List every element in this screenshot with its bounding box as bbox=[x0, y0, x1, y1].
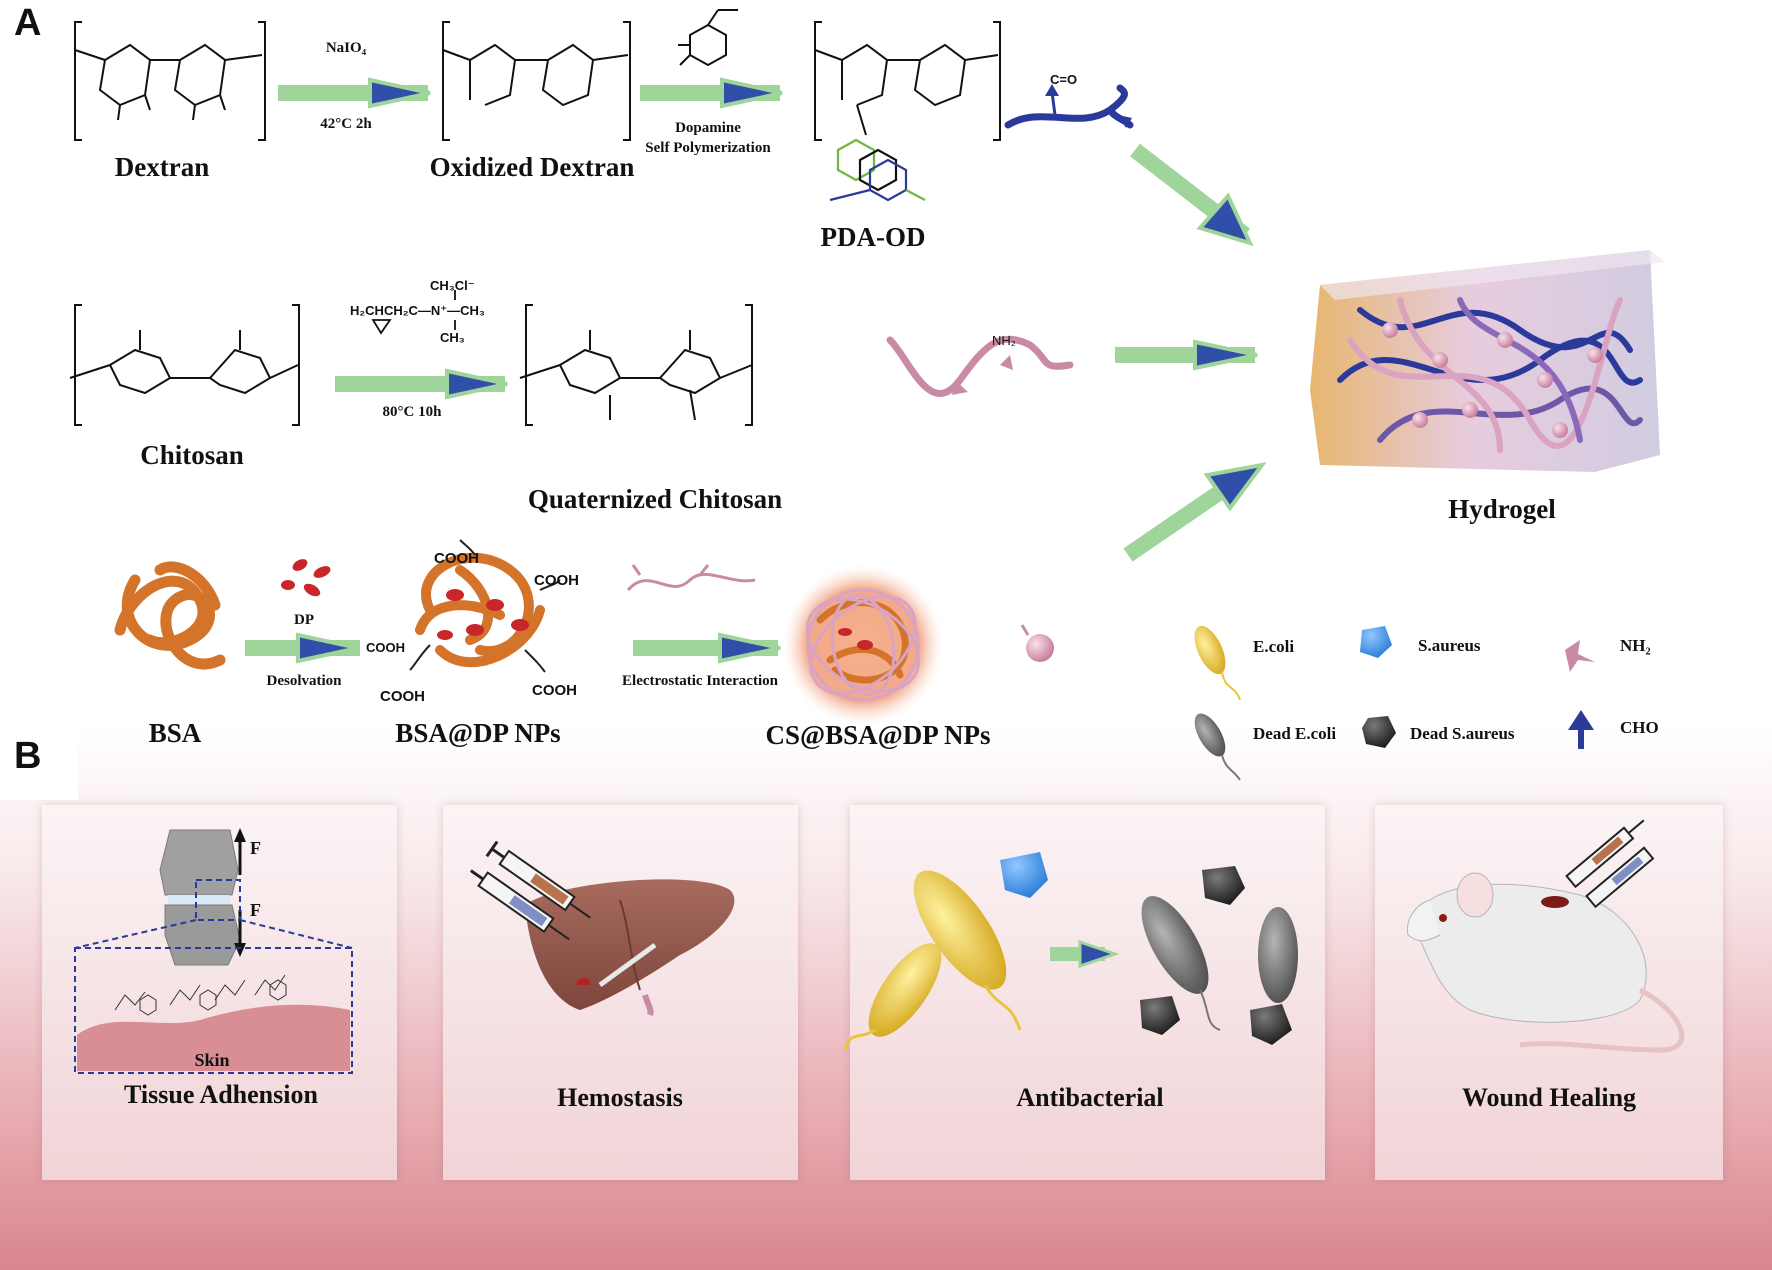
legend-cho-label: CHO bbox=[1620, 718, 1659, 737]
bsa-protein bbox=[114, 561, 226, 670]
dopamine-reagent: Dopamine bbox=[675, 120, 741, 136]
arrow-desolvation bbox=[245, 632, 360, 664]
dp-label: DP bbox=[294, 612, 314, 628]
amine-label: NH₂ bbox=[992, 333, 1016, 348]
pda-od-structure bbox=[814, 21, 1001, 141]
legend-dead-ecoli-icon bbox=[1194, 713, 1241, 781]
legend-dead-ecoli-label: Dead E.coli bbox=[1253, 724, 1337, 743]
cs-bsa-dp-nanoparticle bbox=[783, 565, 943, 725]
quaternization-condition: 80°C 10h bbox=[382, 404, 442, 420]
panel-b-letter-box bbox=[0, 728, 78, 800]
skin-label: Skin bbox=[194, 1050, 230, 1070]
arrow-naio4 bbox=[278, 77, 431, 109]
cooh-label-left: COOH bbox=[366, 640, 405, 655]
legend-dead-saureus-label: Dead S.aureus bbox=[1410, 724, 1515, 743]
legend-nh2-icon bbox=[1565, 640, 1595, 672]
bsa-dp-nanoparticle bbox=[409, 539, 561, 673]
legend-ecoli-icon bbox=[1194, 625, 1241, 701]
bsa-dp-nps-label: BSA@DP NPs bbox=[395, 718, 561, 748]
dextran-label: Dextran bbox=[114, 152, 210, 182]
card-hemostasis bbox=[443, 805, 798, 1180]
bsa-label: BSA bbox=[148, 718, 202, 748]
np-ball bbox=[1020, 624, 1054, 662]
dp-drug-particles bbox=[281, 559, 331, 597]
panel-b-letter: B bbox=[14, 735, 42, 777]
chitosan-label: Chitosan bbox=[140, 440, 244, 470]
legend-dead-saureus-icon bbox=[1362, 716, 1396, 748]
cs-chain-small bbox=[626, 564, 756, 592]
arrow-electrostatic bbox=[633, 632, 781, 664]
cooh-label-bottom-right: COOH bbox=[532, 682, 577, 699]
cooh-label-top: COOH bbox=[434, 550, 479, 567]
reagent-bottom-label: CH₃ bbox=[440, 330, 465, 345]
oxidation-condition: 42°C 2h bbox=[320, 116, 372, 132]
legend-ecoli-label: E.coli bbox=[1253, 637, 1295, 656]
desolvation-label: Desolvation bbox=[266, 673, 342, 689]
antibacterial-illustration bbox=[843, 852, 1298, 1051]
pda-od-label: PDA-OD bbox=[820, 222, 926, 252]
reagent-top-label: CH₃Cl⁻ bbox=[430, 278, 475, 293]
cs-bsa-dp-nps-label: CS@BSA@DP NPs bbox=[765, 720, 991, 750]
antibacterial-title: Antibacterial bbox=[1016, 1083, 1164, 1112]
quaternized-chitosan-structure bbox=[519, 304, 753, 426]
dextran-structure bbox=[74, 21, 266, 141]
cooh-label-bottom-left: COOH bbox=[380, 688, 425, 705]
liver-illustration bbox=[525, 879, 735, 1017]
legend-cho-icon bbox=[1568, 710, 1594, 749]
hydrogel-label: Hydrogel bbox=[1448, 494, 1556, 524]
oxidized-dextran-label: Oxidized Dextran bbox=[429, 152, 635, 182]
rat-illustration bbox=[1406, 819, 1685, 1053]
arrow-quaternization bbox=[335, 368, 508, 400]
glycidyl-reagent-structure bbox=[371, 290, 456, 335]
reagent-formula: H₂CHCH₂C—N⁺—CH₃ bbox=[350, 303, 485, 318]
hemostasis-title: Hemostasis bbox=[557, 1083, 683, 1112]
cooh-label-right: COOH bbox=[534, 572, 579, 589]
legend-nh2-label: NH₂ bbox=[1620, 636, 1651, 655]
chitosan-structure bbox=[69, 304, 300, 426]
wound-healing-title: Wound Healing bbox=[1461, 1083, 1637, 1112]
arrow-pda-to-gel bbox=[1130, 143, 1254, 247]
force-label-bottom: F bbox=[250, 900, 261, 920]
panel-a-letter: A bbox=[14, 2, 42, 44]
arrow-dopamine bbox=[640, 77, 783, 109]
legend-saureus-icon bbox=[1360, 626, 1392, 658]
electrostatic-interaction-label: Electrostatic Interaction bbox=[622, 673, 778, 689]
hydrogel-block bbox=[1310, 250, 1665, 472]
syringe-icon bbox=[469, 840, 591, 941]
oxidized-dextran-structure bbox=[442, 21, 631, 141]
adhesion-illustration bbox=[74, 828, 353, 1074]
tissue-adhesion-title: Tissue Adhension bbox=[124, 1080, 318, 1109]
arrow-cs-to-gel bbox=[1115, 339, 1258, 371]
quaternized-chitosan-label: Quaternized Chitosan bbox=[527, 484, 783, 514]
self-polymerization-condition: Self Polymerization bbox=[645, 140, 771, 156]
aldehyde-polymer-chain bbox=[1004, 84, 1134, 129]
dopamine-structure bbox=[678, 9, 738, 67]
aldehyde-label: C=O bbox=[1050, 72, 1078, 87]
naio4-reagent: NaIO₄ bbox=[325, 40, 367, 56]
chitosan-polymer-chain bbox=[886, 335, 1074, 397]
legend-saureus-label: S.aureus bbox=[1418, 636, 1481, 655]
pda-polymer-rings bbox=[829, 138, 926, 202]
arrow-nps-to-gel bbox=[1123, 462, 1267, 562]
force-label-top: F bbox=[250, 838, 261, 858]
